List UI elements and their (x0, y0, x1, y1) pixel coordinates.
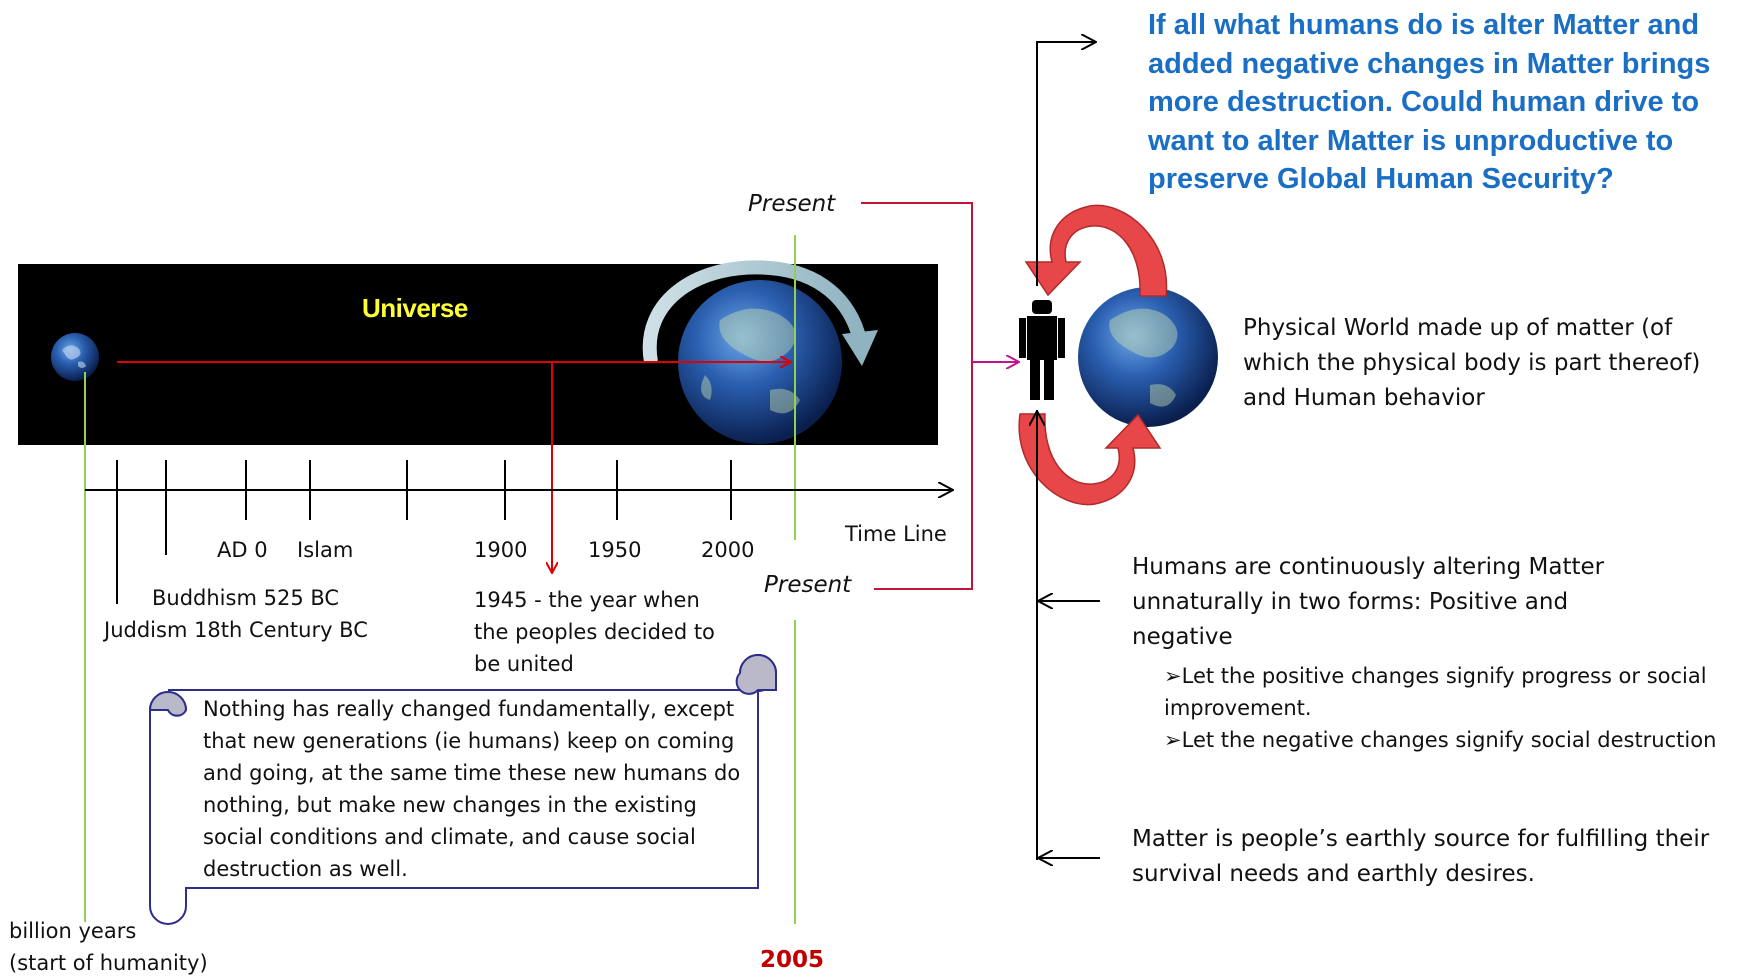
start-humanity-line1: billion years (9, 919, 137, 943)
time-line-label: Time Line (845, 522, 947, 546)
present-year-label: 2005 (760, 947, 825, 973)
scroll-banner (148, 654, 778, 925)
bullet-negative-text: Let the negative changes signify social … (1181, 728, 1717, 752)
bullet-positive-text: Let the positive changes signify progres… (1164, 664, 1707, 720)
present-top-connector (861, 202, 973, 362)
cycle-arrow-bottom-icon (1018, 413, 1162, 506)
human-figure-icon (1019, 300, 1065, 400)
tick-label-1900: 1900 (474, 538, 528, 562)
present-bottom-label: Present (764, 572, 852, 598)
present-bottom-connector (874, 362, 973, 590)
earth-right-icon (1078, 287, 1218, 427)
present-top-label: Present (748, 191, 836, 217)
humans-altering-text: Humans are continuously altering Matter … (1132, 554, 1605, 650)
bullet-positive: ➢Let the positive changes signify progre… (1164, 660, 1724, 724)
tick-label-1950: 1950 (588, 538, 642, 562)
physical-world-text: Physical World made up of matter (of whi… (1243, 315, 1701, 411)
bullet-arrow-icon: ➢ (1164, 728, 1182, 752)
universe-label: Universe (362, 293, 468, 323)
rotation-arrowhead-icon (842, 330, 878, 366)
rotation-arc-icon (642, 260, 867, 364)
bullet-negative: ➢Let the negative changes signify social… (1164, 724, 1724, 756)
scroll-text: Nothing has really changed fundamentally… (203, 697, 741, 881)
tick-label-ad0: AD 0 (217, 538, 268, 562)
tick-label-islam: Islam (297, 538, 354, 562)
matter-source-text: Matter is people’s earthly source for fu… (1132, 826, 1710, 887)
year-1945-label: 1945 - the year when the peoples decided… (474, 588, 715, 676)
question-text: If all what humans do is alter Matter an… (1148, 9, 1711, 195)
axis-ticks (116, 460, 732, 604)
judaism-label: Juddism 18th Century BC (104, 618, 368, 642)
bullet-arrow-icon: ➢ (1164, 664, 1182, 688)
start-humanity-line2: (start of humanity) (9, 951, 208, 975)
tick-label-2000: 2000 (701, 538, 755, 562)
cycle-arrow-top-icon (1024, 204, 1168, 297)
buddhism-label: Buddhism 525 BC (152, 586, 340, 610)
